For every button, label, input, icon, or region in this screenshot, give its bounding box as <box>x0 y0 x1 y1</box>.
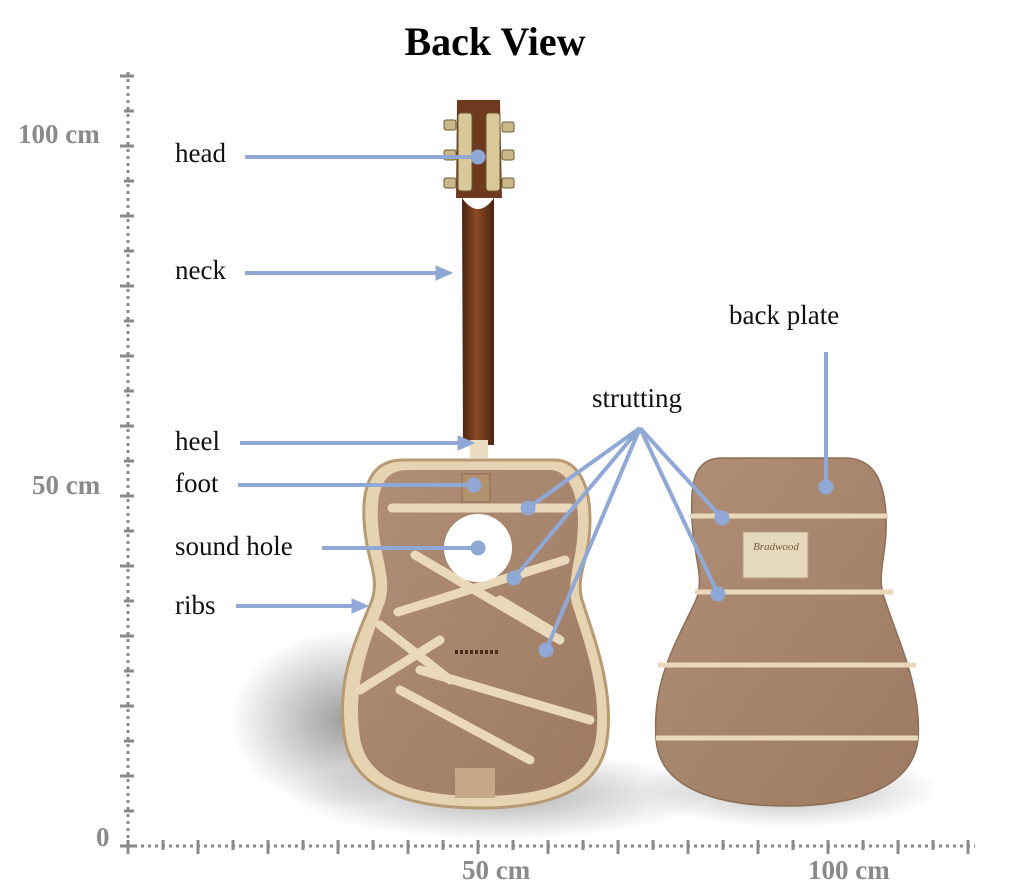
maker-label <box>742 531 809 579</box>
x-axis-ticks <box>126 840 970 854</box>
pointer-lines <box>236 149 834 658</box>
pointer-sound-hole-dot <box>470 540 486 556</box>
back-plate-wood <box>654 457 920 807</box>
pointer-head-dot <box>470 149 486 165</box>
heel-block <box>470 440 488 458</box>
y-axis <box>120 72 134 848</box>
label-head: head <box>175 138 226 168</box>
label-foot: foot <box>175 468 219 498</box>
diagram-title: Back View <box>404 19 586 64</box>
label-neck: neck <box>175 255 226 285</box>
struts <box>355 503 595 765</box>
pointer-neck-arrow <box>435 265 454 281</box>
pointer-back-plate-dot <box>818 479 834 495</box>
pointer-foot-dot <box>466 477 482 493</box>
label-sound-hole: sound hole <box>175 531 293 561</box>
y-axis-label-0: 0 <box>96 822 110 852</box>
neck-shaft <box>462 198 494 445</box>
pointer-strutting-2 <box>512 426 642 580</box>
pointer-strutting-3 <box>544 427 642 651</box>
y-axis-label-100: 100 cm <box>18 119 100 149</box>
x-axis-label-100: 100 cm <box>808 855 890 885</box>
back-plate: Bradwood <box>654 457 920 807</box>
tail-block <box>455 768 495 798</box>
pointer-strutting-5 <box>638 427 720 595</box>
y-axis-ticks <box>120 74 134 848</box>
pointer-heel-arrow <box>457 435 476 451</box>
y-axis-label-50: 50 cm <box>32 470 101 500</box>
pointer-ribs-arrow <box>351 598 370 614</box>
label-strutting: strutting <box>592 383 683 413</box>
label-heel: heel <box>175 426 220 456</box>
label-ribs: ribs <box>175 590 216 620</box>
x-axis-label-50: 50 cm <box>462 855 531 885</box>
label-back-plate: back plate <box>729 300 840 330</box>
x-axis <box>120 840 975 854</box>
maker-label-text: Bradwood <box>753 541 799 553</box>
pointer-strutting-1 <box>526 426 642 510</box>
tuners <box>443 112 515 192</box>
pointer-strutting-4 <box>638 426 724 520</box>
